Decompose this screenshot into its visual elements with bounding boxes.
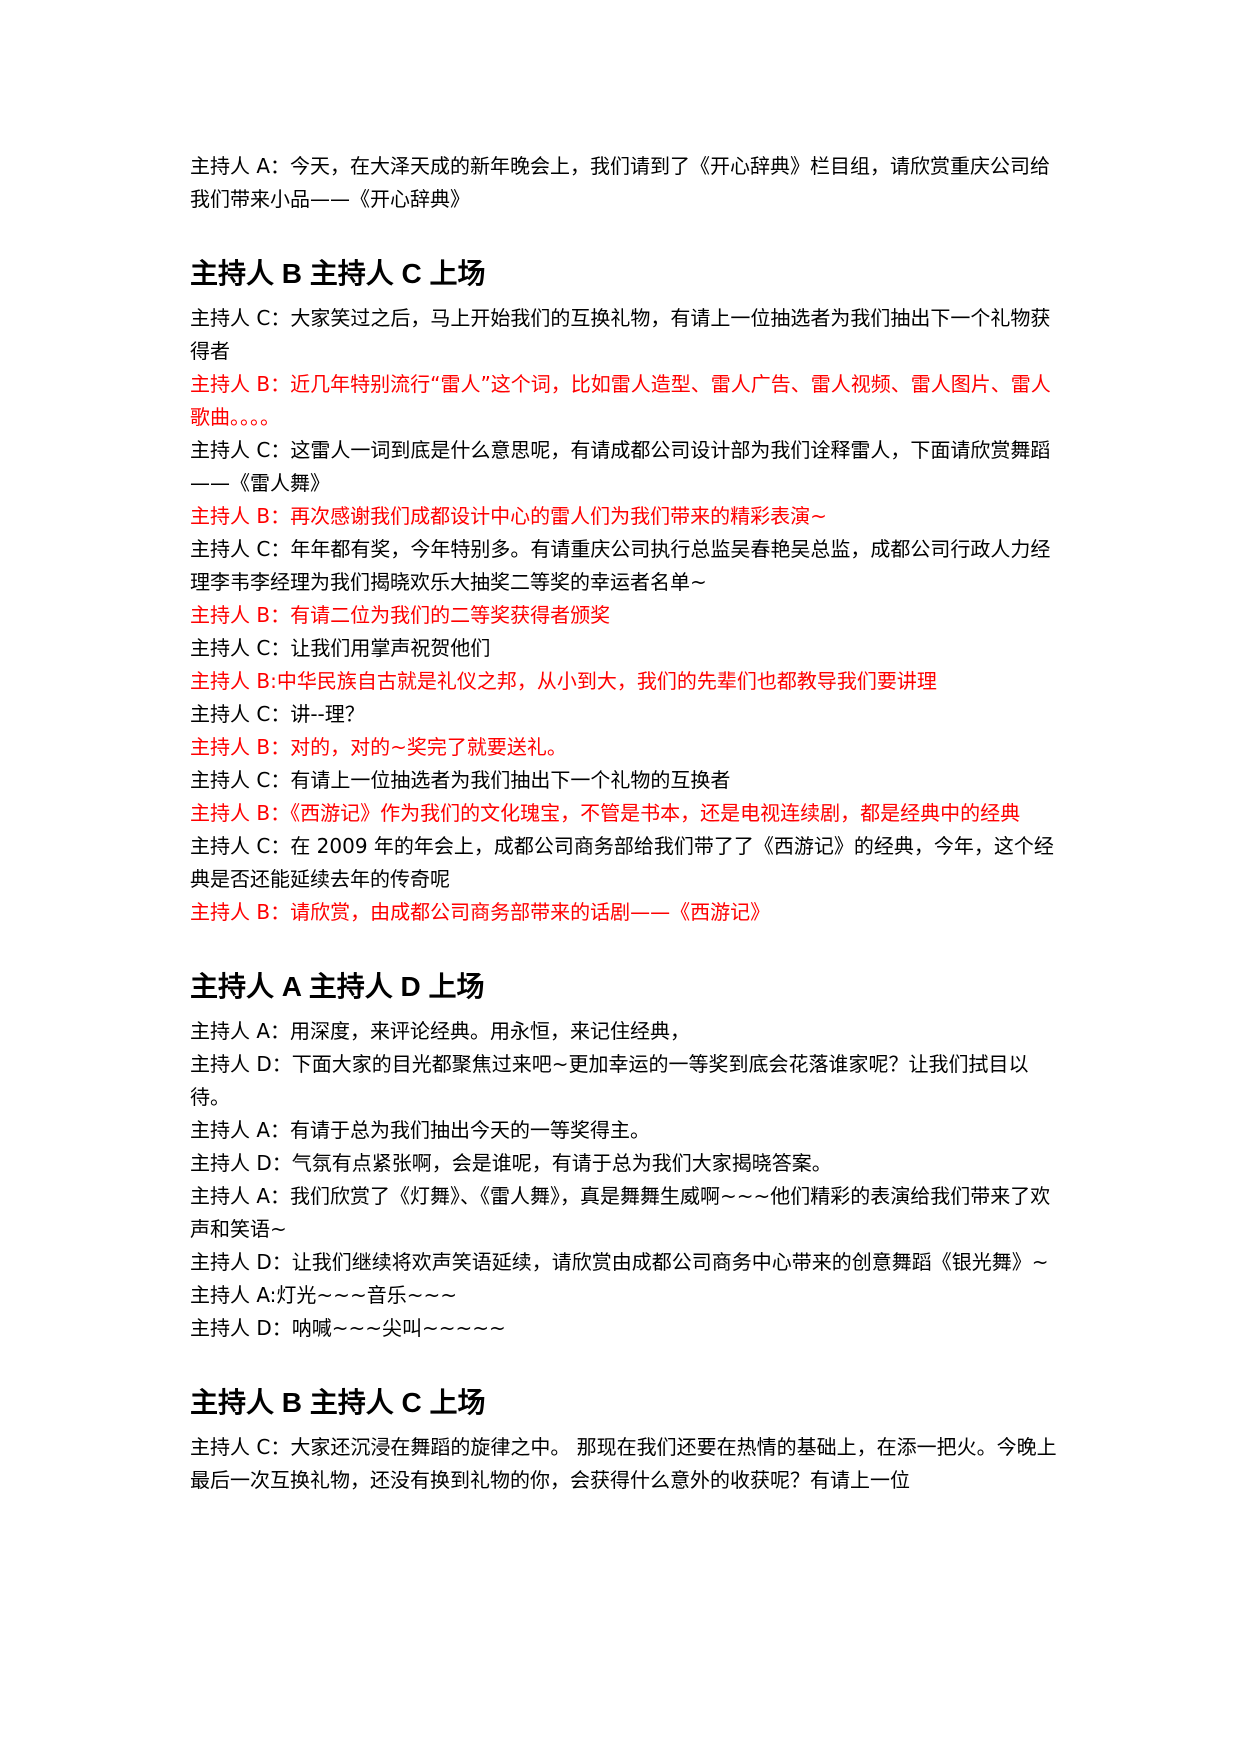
dialogue-line: 主持人 D：呐喊~~~尖叫~~~~~ xyxy=(190,1316,506,1340)
dialogue-line-highlighted: 主持人 B：对的，对的~奖完了就要送礼。 xyxy=(190,735,567,759)
dialogue-line: 主持人 C：在 2009 年的年会上，成都公司商务部给我们带了了《西游记》的经典… xyxy=(190,834,1054,891)
section-heading: 主持人 B 主持人 C 上场 xyxy=(190,1387,486,1418)
dialogue-line: 主持人 D：气氛有点紧张啊，会是谁呢，有请于总为我们大家揭晓答案。 xyxy=(190,1151,832,1175)
dialogue-line-highlighted: 主持人 B：近几年特别流行“雷人”这个词，比如雷人造型、雷人广告、雷人视频、雷人… xyxy=(190,372,1051,429)
dialogue-line: 主持人 A：用深度，来评论经典。用永恒，来记住经典， xyxy=(190,1019,691,1043)
dialogue-line: 主持人 C：让我们用掌声祝贺他们 xyxy=(190,636,491,660)
document-page: 主持人 A：今天，在大泽天成的新年晚会上，我们请到了《开心辞典》栏目组，请欣赏重… xyxy=(190,150,1065,1497)
dialogue-line-highlighted: 主持人 B：《西游记》作为我们的文化瑰宝，不管是书本，还是电视连续剧，都是经典中… xyxy=(190,801,1021,825)
dialogue-line: 主持人 D：让我们继续将欢声笑语延续，请欣赏由成都公司商务中心带来的创意舞蹈《银… xyxy=(190,1250,1049,1274)
intro-paragraph: 主持人 A：今天，在大泽天成的新年晚会上，我们请到了《开心辞典》栏目组，请欣赏重… xyxy=(190,154,1051,211)
dialogue-line-highlighted: 主持人 B：再次感谢我们成都设计中心的雷人们为我们带来的精彩表演~ xyxy=(190,504,827,528)
dialogue-line: 主持人 A:灯光~~~音乐~~~ xyxy=(190,1283,457,1307)
dialogue-line: 主持人 C：大家笑过之后，马上开始我们的互换礼物，有请上一位抽选者为我们抽出下一… xyxy=(190,306,1051,363)
dialogue-line: 主持人 C：大家还沉浸在舞蹈的旋律之中。 那现在我们还要在热情的基础上，在添一把… xyxy=(190,1435,1057,1492)
dialogue-line: 主持人 C：年年都有奖，今年特别多。有请重庆公司执行总监吴春艳吴总监，成都公司行… xyxy=(190,537,1051,594)
dialogue-line: 主持人 D：下面大家的目光都聚焦过来吧~更加幸运的一等奖到底会花落谁家呢？让我们… xyxy=(190,1052,1029,1109)
dialogue-line-highlighted: 主持人 B:中华民族自古就是礼仪之邦，从小到大，我们的先辈们也都教导我们要讲理 xyxy=(190,669,937,693)
dialogue-line: 主持人 A：我们欣赏了《灯舞》、《雷人舞》，真是舞舞生威啊~~~他们精彩的表演给… xyxy=(190,1184,1051,1241)
section-heading: 主持人 B 主持人 C 上场 xyxy=(190,258,486,289)
section-heading: 主持人 A 主持人 D 上场 xyxy=(190,971,485,1002)
heading-spacer xyxy=(190,292,1065,302)
dialogue-line-highlighted: 主持人 B：请欣赏，由成都公司商务部带来的话剧——《西游记》 xyxy=(190,900,771,924)
section-spacer xyxy=(190,929,1065,969)
dialogue-line: 主持人 C：有请上一位抽选者为我们抽出下一个礼物的互换者 xyxy=(190,768,731,792)
dialogue-line-highlighted: 主持人 B：有请二位为我们的二等奖获得者颁奖 xyxy=(190,603,611,627)
section-spacer xyxy=(190,1345,1065,1385)
section-spacer xyxy=(190,216,1065,256)
heading-spacer xyxy=(190,1005,1065,1015)
dialogue-line: 主持人 A：有请于总为我们抽出今天的一等奖得主。 xyxy=(190,1118,651,1142)
heading-spacer xyxy=(190,1421,1065,1431)
dialogue-line: 主持人 C：讲--理？ xyxy=(190,702,365,726)
dialogue-line: 主持人 C：这雷人一词到底是什么意思呢，有请成都公司设计部为我们诠释雷人，下面请… xyxy=(190,438,1051,495)
